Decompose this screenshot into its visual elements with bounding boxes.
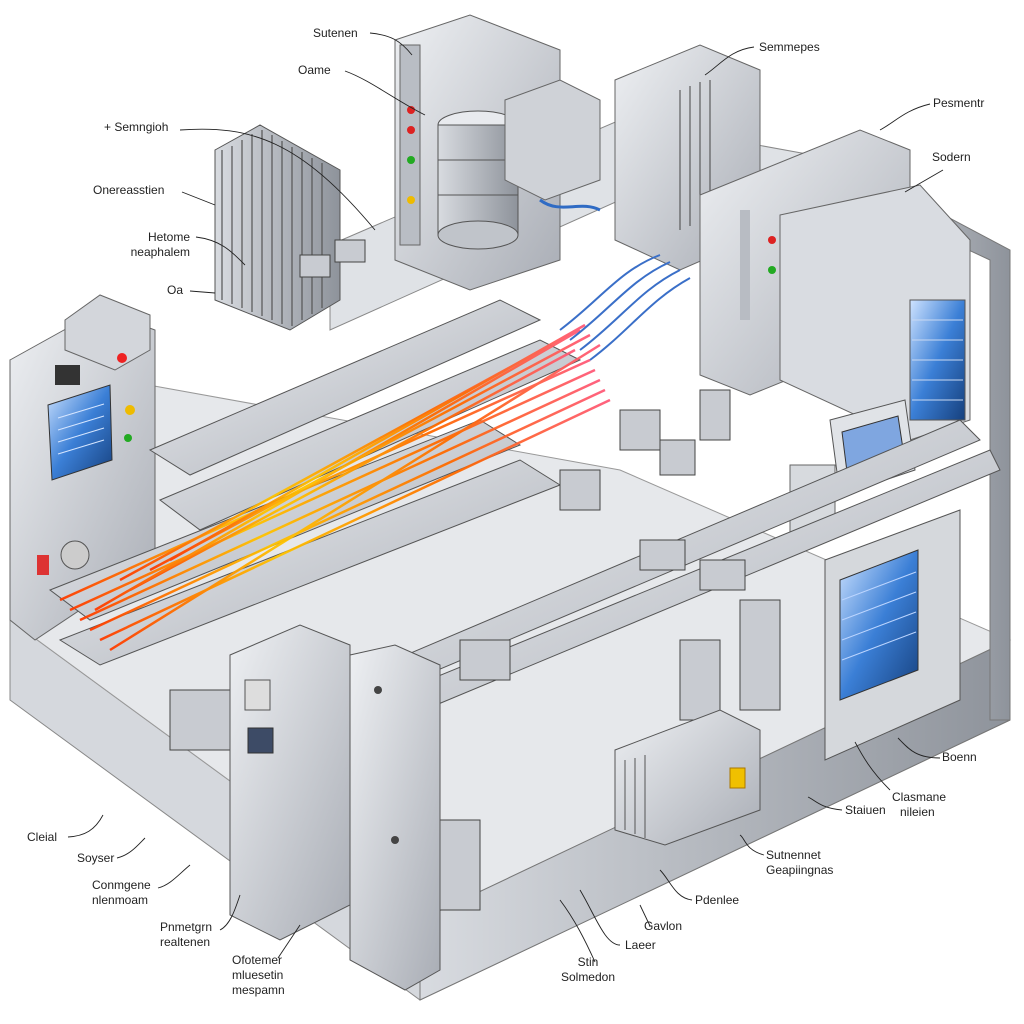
mechanism-parts bbox=[169, 239, 781, 911]
front-cabinets bbox=[229, 624, 761, 991]
right-upper-cabinets bbox=[614, 44, 971, 441]
label-laeer: Laeer bbox=[625, 938, 656, 952]
left-control-panel bbox=[9, 294, 156, 641]
label-line: Clasmane bbox=[892, 790, 947, 804]
radiator-fins bbox=[214, 124, 341, 331]
label-line: mluesetin bbox=[232, 968, 284, 982]
label-clasmane: Clasmane nileien bbox=[892, 790, 946, 820]
label-pnmetgrn: Pnmetgrn realtenen bbox=[160, 920, 212, 950]
label-line: nileien bbox=[900, 805, 935, 819]
leader-lines bbox=[67, 32, 944, 963]
top-motor-tower bbox=[394, 14, 601, 291]
label-line: Stin bbox=[577, 955, 599, 969]
label-semmepes: Semmepes bbox=[759, 40, 820, 54]
label-conmgene: Conmgene nlenmoam bbox=[92, 878, 151, 908]
label-staiuen: Staiuen bbox=[845, 803, 886, 817]
label-onereasstien: Onereasstien bbox=[93, 183, 165, 197]
right-blue-panel bbox=[824, 509, 961, 761]
label-line: Pnmetgrn bbox=[160, 920, 213, 934]
label-gavlon: Gavlon bbox=[644, 919, 683, 933]
label-stin: Stin Solmedon bbox=[553, 955, 623, 985]
label-line: Conmgene bbox=[92, 878, 151, 892]
label-oame: Oame bbox=[298, 63, 331, 77]
label-line: Ofotemer bbox=[232, 953, 283, 967]
label-line: nlenmoam bbox=[92, 893, 149, 907]
label-line: neaphalem bbox=[130, 245, 190, 259]
label-soyser: Soyser bbox=[77, 851, 115, 865]
label-ofotemer: Ofotemer mluesetin mespamn bbox=[232, 953, 285, 998]
label-sutnennet: Sutnennet Geapiingnas bbox=[766, 848, 833, 878]
label-line: Hetome bbox=[147, 230, 190, 244]
label-hetome: Hetome neaphalem bbox=[110, 230, 190, 260]
label-line: Solmedon bbox=[560, 970, 616, 984]
label-pesmentr: Pesmentr bbox=[933, 96, 985, 110]
label-oa: Oa bbox=[167, 283, 184, 297]
label-cleial: Cleial bbox=[27, 830, 58, 844]
blue-cables bbox=[559, 254, 691, 361]
label-line: Geapiingnas bbox=[766, 863, 834, 877]
label-sutenen: Sutenen bbox=[313, 26, 358, 40]
label-line: realtenen bbox=[160, 935, 211, 949]
label-sodern: Sodern bbox=[932, 150, 971, 164]
label-pdenlee: Pdenlee bbox=[695, 893, 740, 907]
label-line: Sutnennet bbox=[766, 848, 821, 862]
label-semngioh: + Semngioh bbox=[104, 120, 169, 134]
label-boenn: Boenn bbox=[942, 750, 977, 764]
label-line: mespamn bbox=[232, 983, 285, 997]
laser-beams bbox=[59, 323, 611, 652]
